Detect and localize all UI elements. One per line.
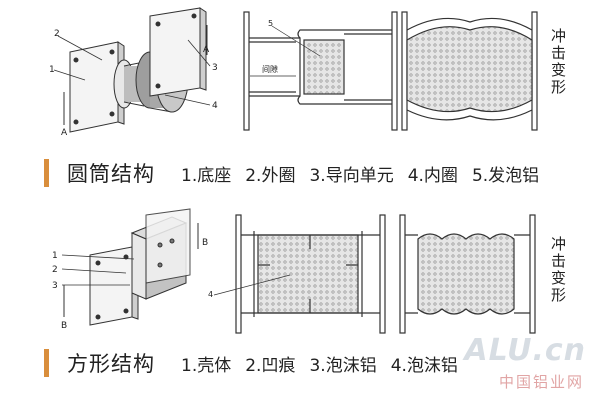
- gap-label: 间隙: [262, 64, 278, 74]
- round-caption-item-3: 3.导向单元: [309, 165, 394, 186]
- round-part-label-3: 3: [212, 63, 218, 73]
- square-section-deformed: [399, 214, 536, 334]
- accent-bar: [44, 349, 49, 377]
- square-section-label-right: B: [202, 238, 208, 248]
- round-impact-label: 冲击变形: [549, 28, 567, 96]
- round-part-label-2: 2: [54, 29, 60, 39]
- watermark-sub: 中国铝业网: [498, 373, 584, 391]
- square-device-3d: [63, 208, 199, 326]
- watermark-logo: ALU.cn 中国铝业网: [442, 333, 592, 396]
- square-caption-item-3: 3.泡沫铝: [309, 355, 377, 376]
- square-caption-item-4: 4.泡沫铝: [390, 355, 458, 376]
- round-part-label-1: 1: [49, 65, 55, 75]
- square-structure-drawings: 1 2 3 B B 4: [52, 208, 536, 334]
- watermark-brand: ALU.cn: [464, 333, 586, 368]
- round-caption-item-5: 5.发泡铝: [471, 165, 540, 186]
- round-section-undeformed: [243, 11, 398, 131]
- round-device-3d: [63, 7, 208, 133]
- round-section-deformed: [401, 11, 538, 131]
- square-leader-lines: [61, 254, 135, 286]
- square-section-label-left: B: [61, 321, 67, 331]
- round-section-label-left: A: [61, 128, 68, 138]
- round-part-label-4: 4: [212, 101, 218, 111]
- round-caption-item-1: 1.底座: [181, 165, 232, 186]
- square-caption-item-1: 1.壳体: [181, 355, 232, 376]
- square-part-label-3: 3: [52, 281, 58, 291]
- round-caption: 圆筒结构 1.底座 2.外圈 3.导向单元 4.内圈 5.发泡铝: [44, 158, 553, 188]
- accent-bar: [44, 159, 49, 187]
- square-caption-title: 方形结构: [67, 352, 155, 376]
- round-structure-drawings: 2 1 3 4 A A 5 间隙: [49, 7, 538, 138]
- round-part-label-5: 5: [268, 19, 273, 28]
- round-section-label-right: A: [203, 45, 210, 55]
- round-caption-title: 圆筒结构: [67, 162, 155, 186]
- square-section-undeformed: [235, 214, 386, 334]
- round-caption-item-4: 4.内圈: [407, 165, 458, 186]
- round-leader-lines: [53, 35, 211, 106]
- square-impact-label: 冲击变形: [549, 236, 567, 304]
- round-caption-item-2: 2.外圈: [245, 165, 296, 186]
- square-part-label-4: 4: [208, 290, 213, 299]
- square-part-label-2: 2: [52, 265, 58, 275]
- square-part-label-1: 1: [52, 251, 58, 261]
- square-caption: 方形结构 1.壳体 2.凹痕 3.泡沫铝 4.泡沫铝: [44, 348, 472, 378]
- square-caption-item-2: 2.凹痕: [245, 355, 296, 376]
